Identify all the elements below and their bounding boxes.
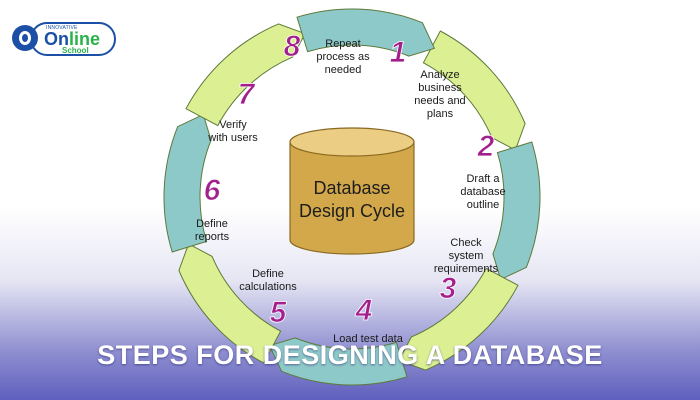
logo-wordmark: Online bbox=[44, 29, 100, 50]
step-label-line: process as bbox=[316, 51, 370, 63]
step-label-line: Define bbox=[252, 268, 284, 280]
step-number-7: 7 bbox=[238, 78, 256, 111]
step-label-line: with users bbox=[207, 132, 258, 144]
logo-mark-icon bbox=[12, 25, 38, 51]
logo-wordmark-suffix: line bbox=[69, 29, 101, 49]
step-label-line: needed bbox=[325, 64, 362, 76]
step-label-line: business bbox=[418, 82, 462, 94]
step-label-line: Repeat bbox=[325, 38, 360, 50]
step-label-line: Define bbox=[196, 218, 228, 230]
logo-pill bbox=[30, 22, 116, 56]
step-label-line: system bbox=[449, 250, 484, 262]
step-number-2: 2 bbox=[477, 130, 495, 163]
step-number-4: 4 bbox=[355, 294, 373, 327]
step-number-8: 8 bbox=[284, 30, 301, 63]
step-label-line: needs and bbox=[414, 95, 465, 107]
logo-tagline: INNOVATIVE bbox=[46, 25, 78, 31]
step-number-6: 6 bbox=[204, 174, 221, 207]
step-label-line: reports bbox=[195, 231, 230, 243]
step-label-line: outline bbox=[467, 199, 499, 211]
center-title-line2: Design Cycle bbox=[299, 201, 405, 221]
step-label-line: database bbox=[460, 186, 505, 198]
step-number-5: 5 bbox=[270, 296, 288, 329]
step-label-line: calculations bbox=[239, 281, 297, 293]
step-number-3: 3 bbox=[440, 272, 457, 305]
step-number-1: 1 bbox=[390, 36, 407, 69]
cylinder-top bbox=[289, 127, 415, 157]
center-cylinder: Database Design Cycle bbox=[289, 127, 415, 255]
step-label-line: plans bbox=[427, 108, 454, 120]
cycle-arrows bbox=[163, 8, 541, 386]
step-label-line: Verify bbox=[219, 119, 247, 131]
page-banner-title: STEPS FOR DESIGNING A DATABASE bbox=[97, 340, 603, 370]
step-label-line: requirements bbox=[434, 263, 499, 275]
cycle-arrow-step-2 bbox=[492, 141, 541, 281]
center-title-line1: Database bbox=[313, 178, 390, 198]
cylinder-body bbox=[289, 141, 415, 255]
cycle-arrow-step-8 bbox=[296, 8, 436, 57]
step-label-line: Load test data bbox=[333, 333, 404, 345]
step-label-4: Load test data bbox=[333, 333, 404, 345]
step-label-line: Analyze bbox=[420, 69, 459, 81]
step-label-line: Check bbox=[450, 237, 482, 249]
logo-wordmark-prefix: On bbox=[44, 29, 69, 49]
online-school-logo[interactable]: INNOVATIVE Online School bbox=[12, 22, 116, 56]
logo-subtext: School bbox=[62, 46, 89, 55]
step-label-line: Draft a bbox=[466, 173, 500, 185]
